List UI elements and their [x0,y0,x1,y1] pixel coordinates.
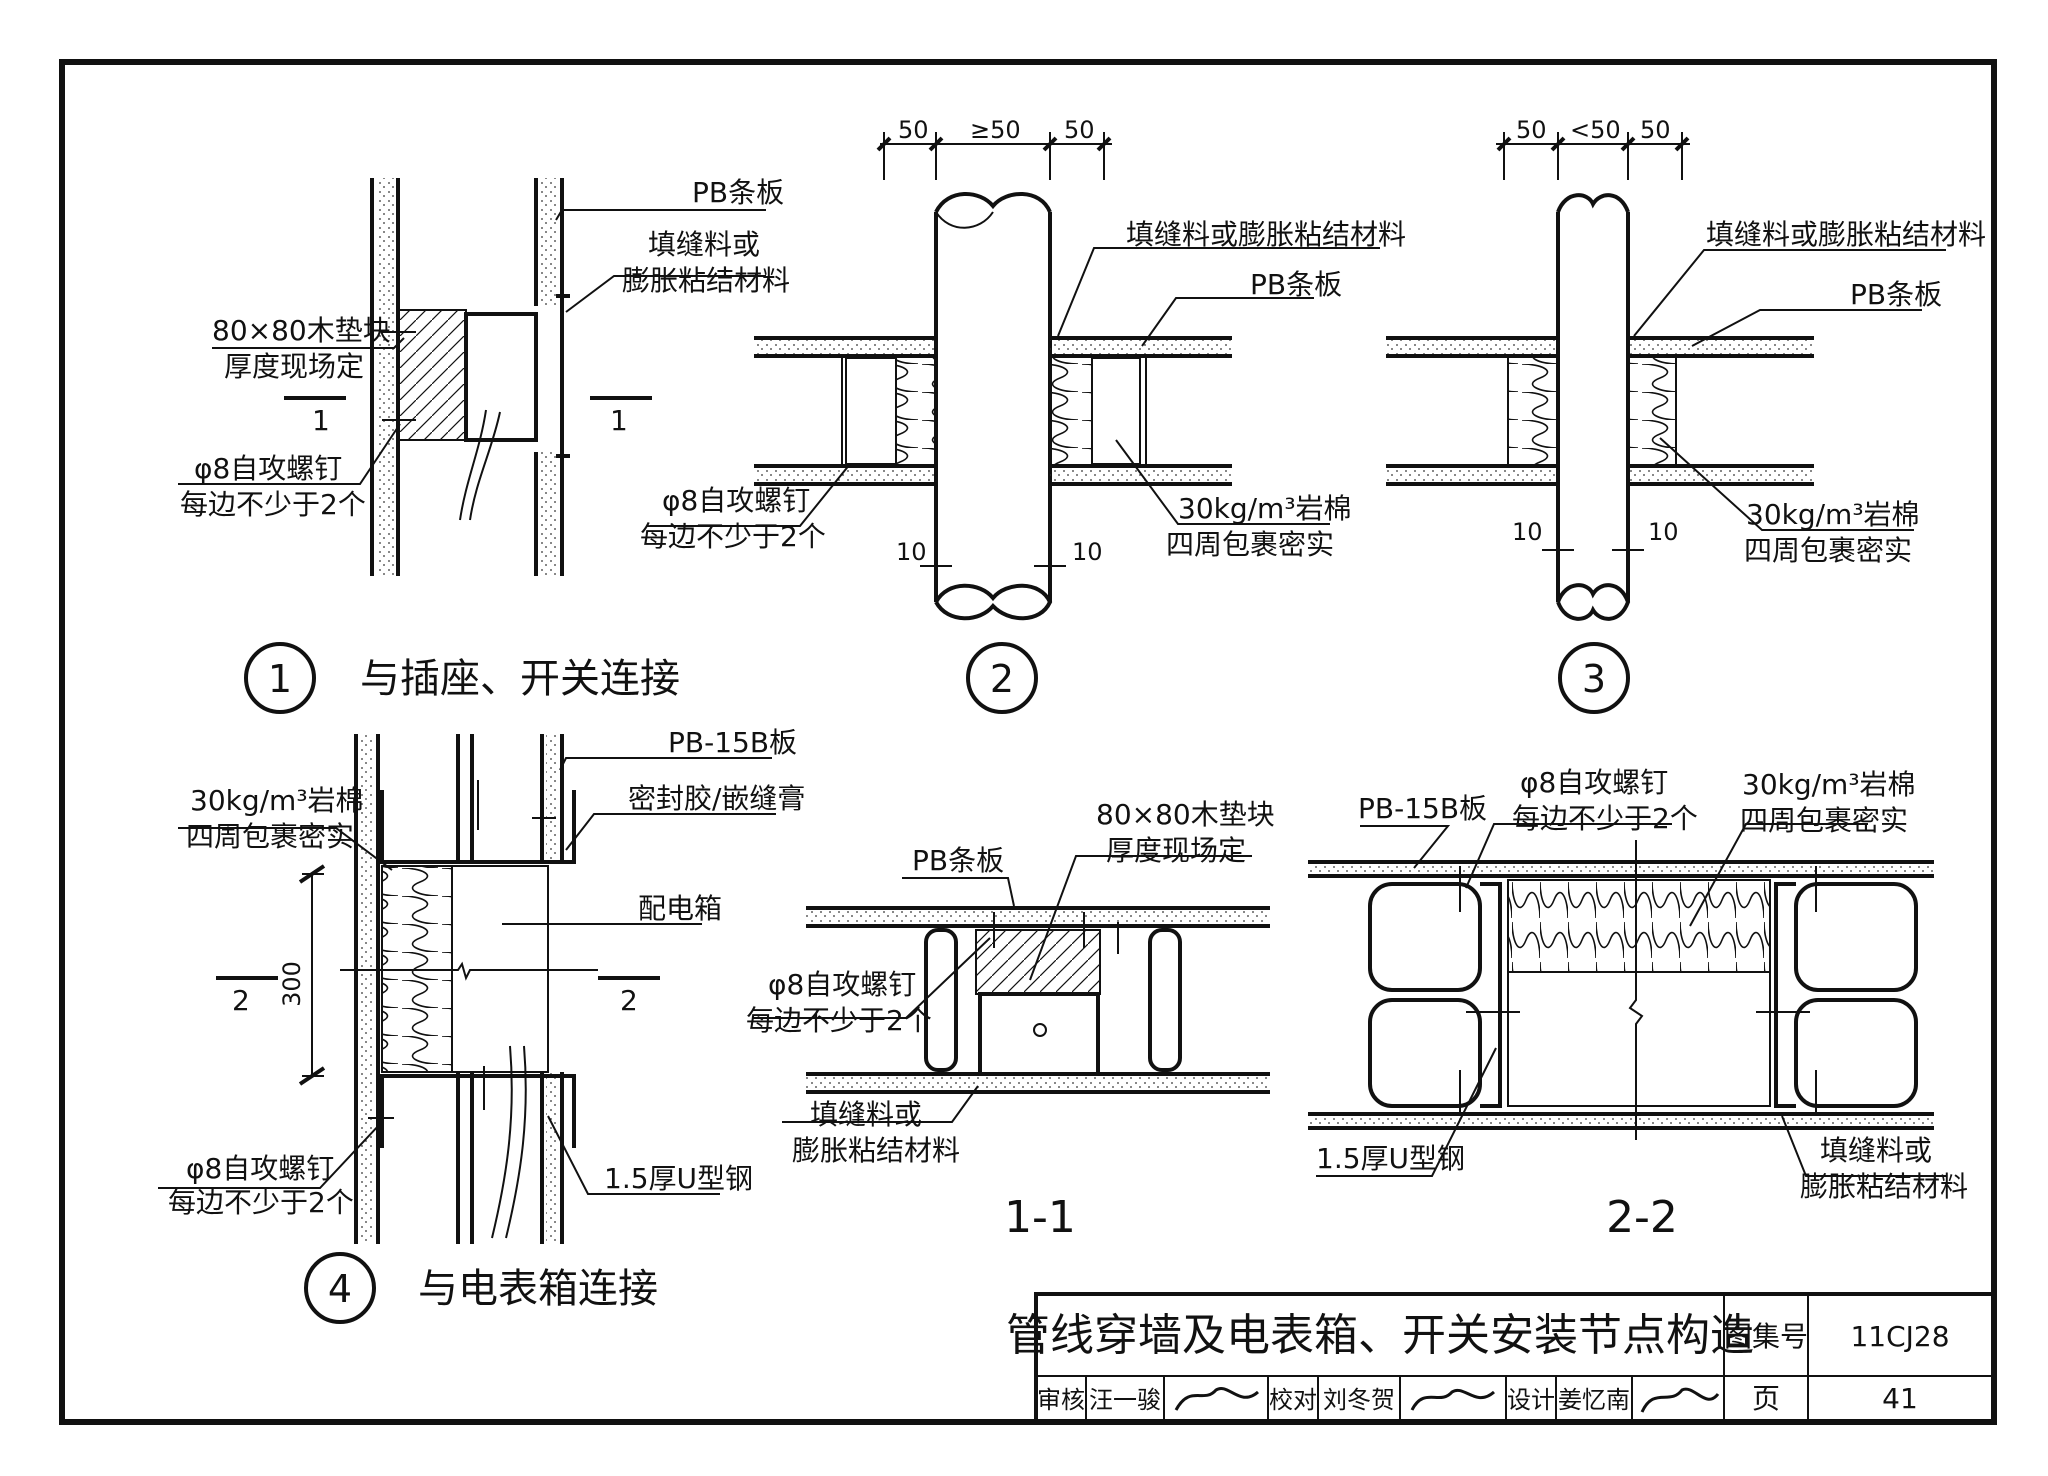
s22-label-screw-1: φ8自攻螺钉 [1520,766,1668,799]
d4-label-screw-1: φ8自攻螺钉 [186,1152,334,1185]
s22-label-wool-1: 30kg/m³岩棉 [1742,768,1916,801]
d1-label-wood-1: 80×80木垫块 [212,314,391,347]
d2-dim-left: 50 [898,116,929,144]
d4-label-seal: 密封胶/嵌缝膏 [628,782,805,815]
d2-number: 2 [990,657,1014,701]
s11-label-wood-1: 80×80木垫块 [1096,798,1275,831]
s11-label-wood-2: 厚度现场定 [1106,834,1246,867]
d2-label-pb: PB条板 [1250,268,1342,301]
drawing-title: 管线穿墙及电表箱、开关安装节点构造 [1006,1310,1754,1361]
page-label: 页 [1752,1382,1780,1415]
d2-label-wool-2: 四周包裹密实 [1166,528,1334,561]
d4-section-right: 2 [620,984,638,1017]
s22-label-wool-2: 四周包裹密实 [1740,804,1908,837]
d1-number-circle [244,642,316,714]
d2-gap-right: 10 [1072,538,1103,566]
detail-4 [158,734,776,1244]
d4-number: 4 [328,1267,352,1311]
d1-label-fill-2: 膨胀粘结材料 [622,264,790,297]
d3-dim-right: 50 [1640,116,1671,144]
d3-label-wool-1: 30kg/m³岩棉 [1746,498,1920,531]
d1-number: 1 [268,657,292,701]
d2-number-circle [966,642,1038,714]
check-label: 校对 [1269,1386,1317,1414]
s22-label-fill-1: 填缝料或 [1820,1134,1932,1167]
d4-number-circle [304,1252,376,1324]
detail-2 [650,132,1380,621]
s22-title: 2-2 [1606,1192,1678,1243]
d3-number: 3 [1582,657,1606,701]
d2-gap-left: 10 [896,538,927,566]
detail-1 [178,178,766,576]
d4-title: 与电表箱连接 [418,1266,658,1312]
d3-label-wool-2: 四周包裹密实 [1744,534,1912,567]
d1-label-fill-1: 填缝料或 [648,228,760,261]
d3-number-circle [1558,642,1630,714]
page-value: 41 [1882,1382,1918,1415]
d2-label-screw-2: 每边不少于2个 [640,520,826,553]
d1-label-screw-1: φ8自攻螺钉 [194,452,342,485]
sheet-border [59,59,1997,1425]
d2-dim-right: 50 [1064,116,1095,144]
s11-label-fill-1: 填缝料或 [810,1098,922,1131]
check-name: 刘冬贺 [1323,1386,1395,1414]
d4-label-screw-2: 每边不少于2个 [168,1186,354,1219]
d3-dim-left: 50 [1516,116,1547,144]
d4-label-wool-2: 四周包裹密实 [186,820,354,853]
s11-label-pb: PB条板 [912,844,1004,877]
detail-3 [1386,132,1946,621]
s22-label-screw-2: 每边不少于2个 [1512,802,1698,835]
atlas-label: 图集号 [1724,1320,1808,1353]
d1-label-screw-2: 每边不少于2个 [180,488,366,521]
review-name: 汪一骏 [1089,1386,1161,1414]
s11-label-screw-2: 每边不少于2个 [746,1004,932,1037]
section-1-1 [752,855,1270,1123]
d4-label-wool-1: 30kg/m³岩棉 [190,784,364,817]
d3-label-fill: 填缝料或膨胀粘结材料 [1706,218,1986,251]
design-name: 姜忆南 [1558,1386,1630,1414]
d3-gap-left: 10 [1512,518,1543,546]
section-2-2 [1308,823,1946,1177]
design-signature [1640,1387,1720,1413]
s22-label-ushape: 1.5厚U型钢 [1316,1142,1465,1175]
s11-label-screw-1: φ8自攻螺钉 [768,968,916,1001]
d2-label-fill: 填缝料或膨胀粘结材料 [1126,218,1406,251]
atlas-value: 11CJ28 [1850,1320,1949,1353]
d2-label-wool-1: 30kg/m³岩棉 [1178,492,1352,525]
design-label: 设计 [1507,1386,1555,1414]
review-label: 审核 [1037,1386,1085,1414]
d4-label-pb15: PB-15B板 [668,726,797,759]
d3-dim-mid: <50 [1570,116,1621,144]
d3-gap-right: 10 [1648,518,1679,546]
d1-title: 与插座、开关连接 [360,656,680,702]
s11-label-fill-2: 膨胀粘结材料 [792,1134,960,1167]
s22-label-pb15: PB-15B板 [1358,792,1487,825]
d1-section-right: 1 [610,404,628,437]
d4-label-ushape: 1.5厚U型钢 [604,1162,753,1195]
d4-label-box: 配电箱 [638,892,722,925]
d3-label-pb: PB条板 [1850,278,1942,311]
check-signature [1410,1388,1495,1411]
d4-section-left: 2 [232,984,250,1017]
d1-label-wood-2: 厚度现场定 [224,350,364,383]
s22-label-fill-2: 膨胀粘结材料 [1800,1170,1968,1203]
review-signature [1174,1386,1259,1411]
d1-section-left: 1 [312,404,330,437]
d2-dim-mid: ≥50 [970,116,1021,144]
d2-label-screw-1: φ8自攻螺钉 [662,484,810,517]
s11-title: 1-1 [1004,1192,1076,1243]
title-block [1034,1292,1996,1424]
d4-dim-300: 300 [278,961,306,1007]
d1-label-pb: PB条板 [692,176,784,209]
